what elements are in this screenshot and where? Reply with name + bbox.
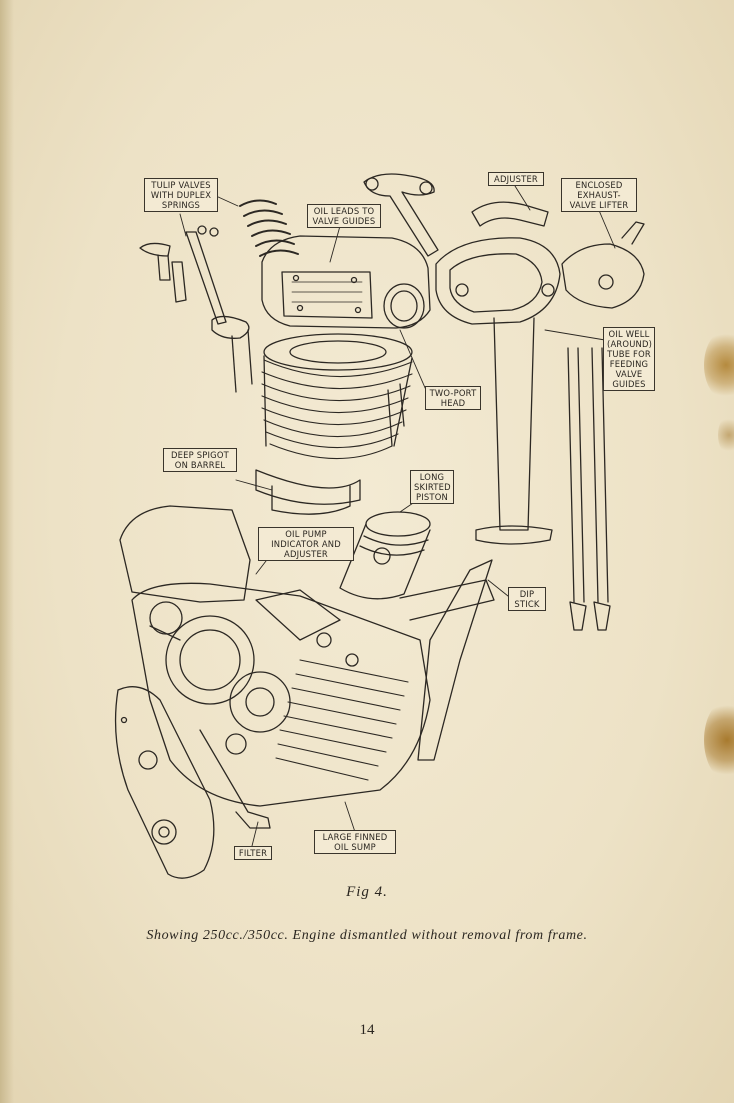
callout-two-port-head: TWO-PORT HEAD	[425, 386, 481, 410]
figure-caption: Showing 250cc./350cc. Engine dismantled …	[146, 928, 588, 943]
push-rod-tube	[475, 317, 611, 631]
callout-adjuster: ADJUSTER	[488, 172, 544, 186]
callout-long-piston: LONG SKIRTED PISTON	[410, 470, 454, 504]
binding-shadow	[0, 0, 14, 1103]
stain-mark	[704, 700, 734, 780]
crankcase	[119, 505, 495, 829]
cylinder-barrel	[231, 329, 413, 515]
callout-oil-pump-indicator: OIL PUMP INDICATOR AND ADJUSTER	[258, 527, 354, 561]
valves-and-springs	[139, 199, 299, 339]
timing-cover	[114, 686, 215, 879]
piston	[339, 511, 431, 600]
callout-tulip-valves: TULIP VALVES WITH DUPLEX SPRINGS	[144, 178, 218, 212]
figure-label: Fig 4.	[346, 884, 388, 900]
callout-oil-leads: OIL LEADS TO VALVE GUIDES	[307, 204, 381, 228]
callout-dip-stick: DIP STICK	[508, 587, 546, 611]
page-number: 14	[359, 1022, 375, 1038]
rocker-box	[363, 173, 645, 325]
callout-exhaust-valve-lifter: ENCLOSED EXHAUST-VALVE LIFTER	[561, 178, 637, 212]
callout-large-finned-sump: LARGE FINNED OIL SUMP	[314, 830, 396, 854]
callout-deep-spigot: DEEP SPIGOT ON BARREL	[163, 448, 237, 472]
stain-mark	[718, 415, 734, 455]
callout-oil-well: OIL WELL (AROUND) TUBE FOR FEEDING VALVE…	[603, 327, 655, 391]
callout-filter: FILTER	[234, 846, 272, 860]
cylinder-head	[261, 235, 431, 329]
stain-mark	[704, 330, 734, 400]
